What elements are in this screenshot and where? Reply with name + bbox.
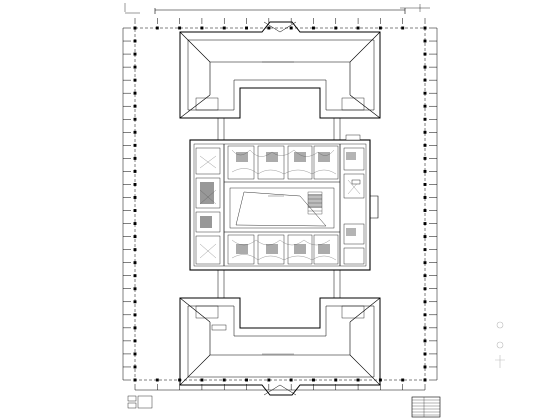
column-marker [423,261,427,265]
column-marker [133,365,137,369]
title-block [411,396,441,418]
column-marker [401,378,405,382]
column-marker [423,248,427,252]
legend-boxes [127,395,153,409]
column-marker [267,26,271,30]
column-marker [423,378,427,382]
column-marker [423,196,427,199]
column-marker [356,378,360,382]
column-marker [133,261,137,265]
column-marker [200,378,204,382]
column-marker [423,326,427,330]
column-marker [133,248,137,252]
column-marker [423,235,427,239]
column-marker [133,117,137,121]
column-marker [423,26,427,30]
column-marker [133,222,137,226]
outer-boundary [134,27,426,381]
column-marker [155,26,159,30]
column-marker [423,182,427,186]
column-marker [133,78,137,82]
column-marker [423,143,427,147]
south-wing-roof [179,297,381,396]
column-marker [401,26,405,30]
column-marker [133,104,137,108]
column-marker [267,378,271,382]
column-marker [133,287,137,291]
north-wing-roof [179,21,381,119]
column-marker [423,78,427,82]
column-marker [423,156,427,160]
column-marker [423,117,427,121]
column-marker [245,26,248,30]
wiring-lines [199,149,361,261]
column-marker [334,26,338,30]
column-marker [133,130,137,134]
column-marker [178,378,182,382]
column-marker [133,209,137,212]
column-marker [423,339,427,343]
column-marker [423,65,427,69]
column-marker [423,222,427,226]
column-marker [423,130,427,134]
column-marker [133,326,137,330]
column-grid-markers [122,18,438,391]
column-marker [289,26,293,30]
column-marker [222,26,226,30]
column-marker [245,378,248,382]
column-marker [133,274,137,278]
column-marker [133,235,137,239]
column-marker [133,313,137,317]
column-marker [423,287,427,291]
watermark [495,321,505,368]
column-marker [133,65,137,69]
column-marker [289,378,293,382]
column-marker [378,378,382,382]
column-marker [423,91,427,95]
column-marker [222,378,226,382]
column-marker [133,182,137,186]
column-marker [312,378,315,382]
central-block [189,139,379,271]
column-marker [423,169,427,173]
column-marker [133,169,137,173]
column-marker [178,26,182,30]
column-marker [133,143,137,147]
column-marker [334,378,338,382]
column-marker [423,365,427,369]
column-marker [423,209,427,212]
column-marker [423,52,427,56]
column-marker [423,313,427,317]
room-furniture [200,152,356,254]
column-marker [133,352,137,356]
column-marker [133,52,137,56]
column-marker [133,156,137,160]
column-marker [133,339,137,343]
column-marker [356,26,360,30]
column-marker [312,26,315,30]
column-marker [133,378,137,382]
column-marker [423,39,427,43]
column-marker [423,300,427,304]
column-marker [200,26,204,30]
column-marker [423,104,427,108]
column-marker [133,39,137,43]
column-marker [423,274,427,278]
column-marker [133,91,137,95]
column-marker [155,378,159,382]
column-marker [133,26,137,30]
column-marker [423,352,427,356]
column-marker [378,26,382,30]
column-marker [133,196,137,199]
column-marker [133,300,137,304]
